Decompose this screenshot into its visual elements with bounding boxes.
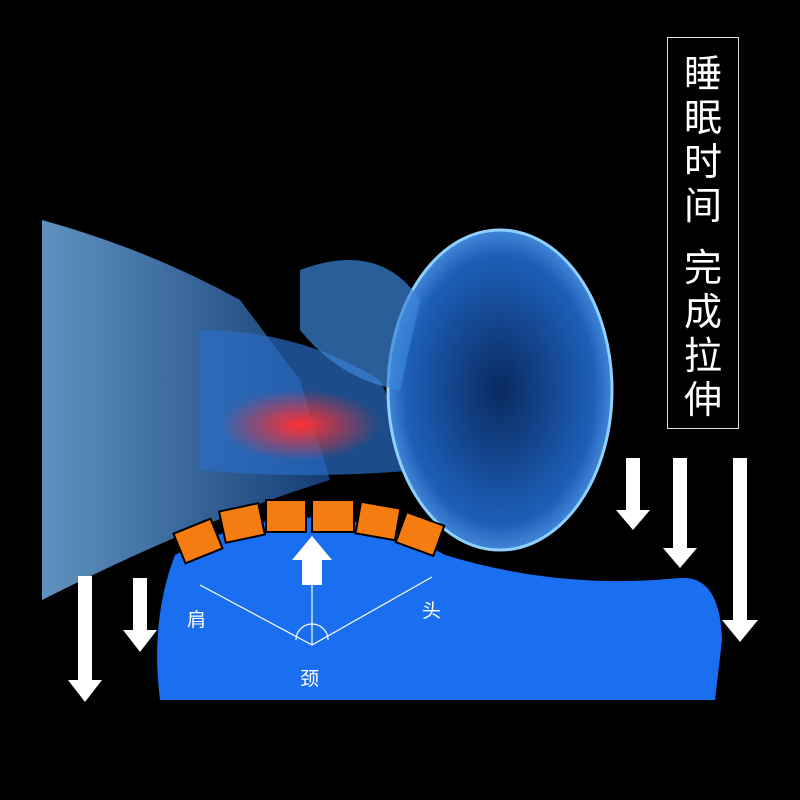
down-arrow-icon: [722, 458, 758, 642]
torso-skeleton: [42, 220, 330, 600]
neck-label: 颈: [300, 668, 320, 690]
headline-box: 睡 眠 时 间 完 成 拉 伸: [667, 37, 739, 429]
support-blocks: [172, 499, 446, 565]
headline-char: 伸: [683, 378, 722, 422]
arrows: [68, 458, 758, 702]
shoulder-label: 肩: [187, 609, 207, 631]
headline-line1: 睡 眠 时 间: [684, 52, 722, 228]
spine-highlight: [220, 389, 380, 461]
headline-char: 眠: [683, 96, 722, 140]
headline-char: 时: [683, 140, 722, 184]
jaw: [300, 260, 420, 390]
head-label: 头: [422, 600, 442, 622]
up-arrow-icon: [292, 536, 332, 585]
headline-char: 拉: [683, 334, 722, 378]
down-arrow-icon: [123, 578, 157, 652]
headline-char: 完: [683, 246, 722, 290]
headline-char: 间: [683, 184, 722, 228]
down-arrow-icon: [616, 458, 650, 530]
down-arrow-icon: [68, 576, 102, 702]
headline-line2: 完 成 拉 伸: [684, 246, 722, 422]
headline-char: 睡: [683, 52, 722, 96]
headline-char: 成: [683, 290, 722, 334]
pillow: [157, 517, 723, 700]
skull: [386, 228, 614, 552]
down-arrow-icon: [663, 458, 697, 568]
angle-lines: [199, 576, 433, 646]
